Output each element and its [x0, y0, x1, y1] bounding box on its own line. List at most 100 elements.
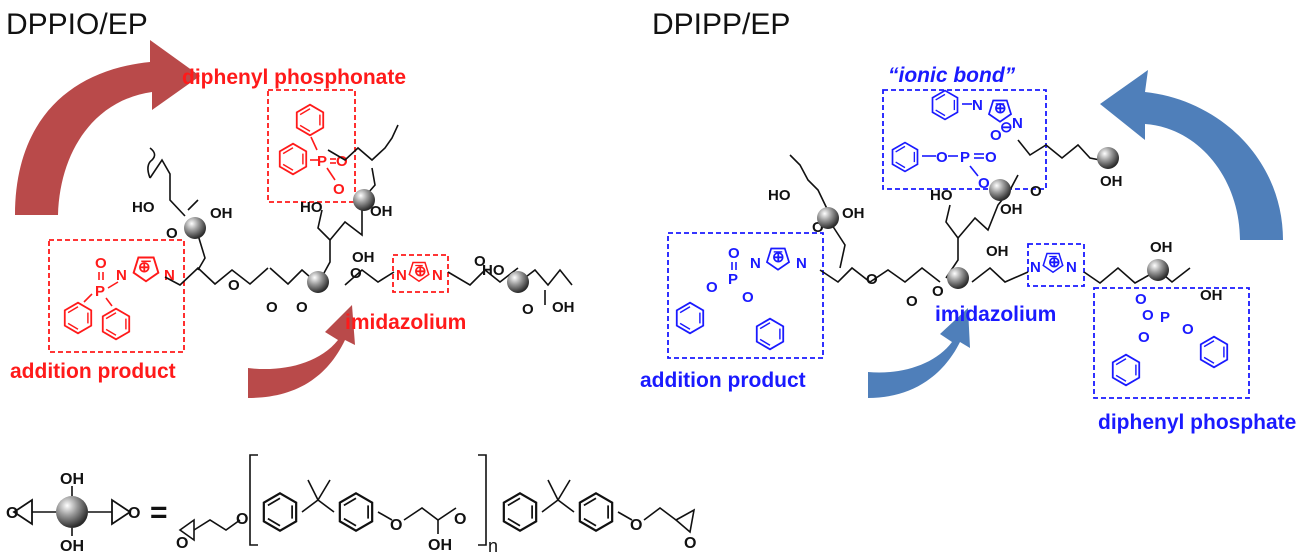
curved-arrow-icon	[1100, 70, 1283, 240]
benzene-ring-icon	[891, 141, 919, 173]
hydroxyl-label: OH	[842, 205, 865, 222]
phosphonate-box	[267, 89, 356, 203]
oxygen-atom: O	[95, 255, 107, 272]
benzene-ring-icon	[502, 492, 538, 532]
addition-product-label: addition product	[10, 360, 176, 383]
sphere-icon	[353, 189, 375, 211]
oxygen-atom: O	[936, 149, 948, 166]
curved-arrow-icon	[248, 305, 355, 398]
phosphorus-atom: P	[1160, 309, 1170, 326]
nitrogen-atom: N	[164, 267, 175, 284]
ionic-bond-label: “ionic bond”	[888, 64, 1016, 87]
sphere-icon	[817, 207, 839, 229]
hydroxyl-label: OH	[352, 249, 375, 266]
plus-charge: ⊕	[772, 249, 785, 266]
benzene-ring-icon	[675, 301, 705, 335]
oxygen-atom: O	[454, 511, 466, 528]
nitrogen-atom: N	[1066, 259, 1077, 276]
sphere-icon	[947, 267, 969, 289]
addition-product-label: addition product	[640, 369, 806, 392]
sphere-icon	[1147, 259, 1169, 281]
hydroxyl-label: OH	[552, 299, 575, 316]
imidazolium-label: imidazolium	[345, 311, 466, 334]
hydroxyl-label: OH	[60, 471, 84, 488]
hydroxyl-label: HO	[482, 262, 505, 279]
sphere-icon	[307, 271, 329, 293]
left-polymer-backbone: HO OH O O O HO OH OH O O O HO O OH	[132, 124, 575, 318]
sphere-icon	[507, 271, 529, 293]
oxygen-atom: O	[985, 149, 997, 166]
oxygen-atom: O	[522, 301, 534, 318]
hydroxyl-label: HO	[930, 187, 953, 204]
nitrogen-atom: N	[432, 267, 443, 284]
diphenyl-phosphate-label: diphenyl phosphate	[1098, 411, 1296, 434]
ionic-bond-group: N ⊕ N O ⊖ O P O O	[891, 89, 1023, 192]
oxygen-atom: O	[906, 293, 918, 310]
imidazolium-box	[1027, 243, 1085, 287]
benzene-ring-icon	[578, 492, 614, 532]
phosphorus-atom: P	[728, 271, 738, 288]
nitrogen-atom: N	[1030, 259, 1041, 276]
addition-product-box	[48, 239, 185, 353]
oxygen-atom: O	[166, 225, 178, 242]
oxygen-atom: O	[1182, 321, 1194, 338]
benzene-ring-icon	[1111, 353, 1141, 387]
hydroxyl-label: OH	[1100, 173, 1123, 190]
benzene-ring-icon	[755, 317, 785, 351]
nitrogen-atom: N	[116, 267, 127, 284]
oxygen-atom: O	[474, 253, 486, 270]
diphenyl-phosphate-box	[1093, 287, 1250, 399]
nitrogen-atom: N	[796, 255, 807, 272]
diphenyl-phosphate-group: O O P O O	[1111, 291, 1229, 387]
imidazolium-box	[392, 254, 449, 293]
hydroxyl-label: HO	[300, 199, 323, 216]
curved-arrow-icon	[868, 308, 970, 398]
sphere-icon	[1097, 147, 1119, 169]
hydroxyl-label: OH	[1000, 201, 1023, 218]
left-panel-title: DPPIO/EP	[6, 8, 148, 41]
oxygen-atom: O	[266, 299, 278, 316]
right-polymer-backbone: HO OH O O O O HO OH OH O OH OH OH	[768, 139, 1223, 310]
oxygen-atom: O	[228, 277, 240, 294]
plus-charge: ⊕	[1048, 254, 1061, 271]
addition-product-box	[667, 232, 824, 359]
repeat-subscript: n	[488, 536, 498, 552]
oxygen-atom: O	[128, 505, 140, 522]
phosphorus-atom: P	[317, 153, 327, 170]
sphere-icon	[184, 217, 206, 239]
equals-sign: =	[150, 496, 168, 529]
oxygen-atom: O	[706, 279, 718, 296]
benzene-ring-icon	[338, 492, 374, 532]
hydroxyl-label: OH	[210, 205, 233, 222]
oxygen-atom: O	[742, 289, 754, 306]
hydroxyl-label: OH	[60, 538, 84, 552]
oxygen-atom: O	[990, 127, 1002, 144]
benzene-ring-icon	[295, 103, 325, 137]
addition-product-group: O P N ⊕ N	[63, 255, 175, 341]
hydroxyl-label: OH	[428, 537, 452, 552]
hydroxyl-label: HO	[132, 199, 155, 216]
benzene-ring-icon	[278, 142, 308, 176]
oxygen-atom: O	[728, 245, 740, 262]
benzene-ring-icon	[262, 492, 298, 532]
oxygen-atom: O	[6, 505, 18, 522]
phosphonate-group: P O O	[278, 103, 348, 198]
sphere-icon	[56, 496, 88, 528]
imidazolium-label: imidazolium	[935, 303, 1056, 326]
benzene-ring-icon	[931, 89, 959, 121]
imidazolium-group: N ⊕ N	[1030, 252, 1077, 276]
epoxy-unit-legend: O OH OH O = O O O OH O n O	[6, 454, 696, 552]
phosphorus-atom: P	[95, 283, 105, 300]
oxygen-atom: O	[390, 517, 402, 534]
hydroxyl-label: OH	[986, 243, 1009, 260]
oxygen-atom: O	[630, 517, 642, 534]
plus-charge: ⊕	[138, 259, 151, 276]
nitrogen-atom: N	[396, 267, 407, 284]
minus-charge: ⊖	[1000, 119, 1013, 136]
benzene-ring-icon	[101, 307, 131, 341]
oxygen-atom: O	[296, 299, 308, 316]
oxygen-atom: O	[1142, 307, 1154, 324]
addition-product-group: O P N ⊕ N O O	[675, 245, 807, 351]
oxygen-atom: O	[236, 511, 248, 528]
